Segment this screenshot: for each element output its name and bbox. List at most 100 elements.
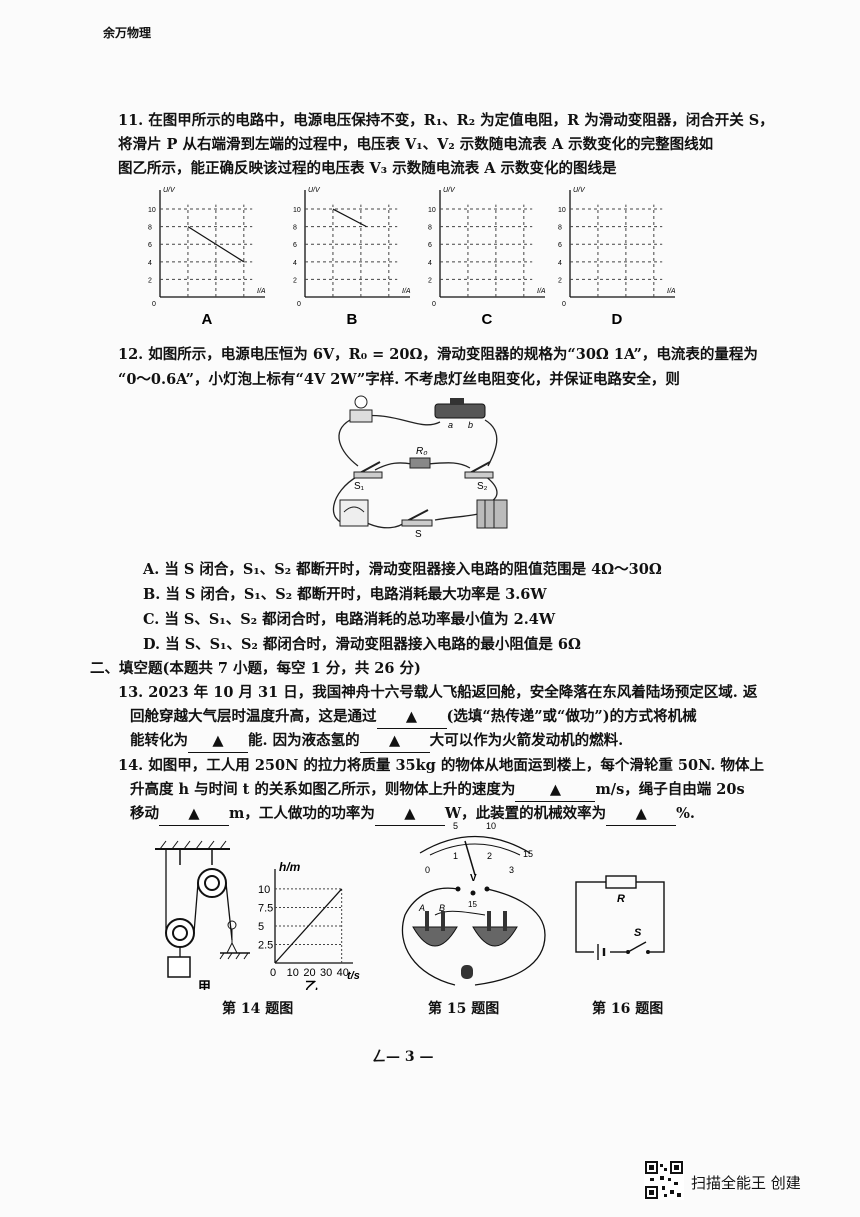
q14-blank-2[interactable]: ▲ [159,803,229,826]
q13-line2: 回舱穿越大气层时温度升高，这是通过▲(选填“热传递”或“做功”)的方式将机械 [130,706,697,729]
q12-circuit-diagram: a b R₀ S₁ S₂ S [332,395,508,540]
y-tick-label: 2 [293,277,297,284]
q13-blank-1[interactable]: ▲ [376,706,447,729]
worker-icon [226,920,238,954]
q12-option-d: D. 当 S、S₁、S₂ 都闭合时，滑动变阻器接入电路的最小阻值是 6Ω [143,636,581,653]
x-tick-label: 10 [287,967,299,979]
y-tick-label: 2 [148,277,152,284]
x-tick-label: 20 [303,967,315,979]
y-tick-label: 10 [428,207,436,214]
svg-text:2: 2 [487,851,492,861]
y-axis-label: h/m [279,860,301,874]
right-label: 乙 [305,979,318,990]
svg-text:3: 3 [509,865,514,875]
movable-pulley-icon [165,918,195,948]
y-tick-label: 10 [148,207,156,214]
q13-blank-2[interactable]: ▲ [188,730,248,753]
q14-blank-3[interactable]: ▲ [374,803,445,826]
battery-icon [476,499,508,529]
option-letter: C [482,311,493,328]
y-axis-label: U/V [573,187,586,194]
svg-text:V: V [470,873,477,884]
fruit-cell-right-icon [472,911,518,947]
y-axis-label: U/V [163,187,176,194]
header-note: 余万物理 [103,26,152,40]
fig14-caption: 第 14 题图 [222,1001,294,1017]
q11-line3: 图乙所示，能正确反映该过程的电压表 V₃ 示数随电流表 A 示数变化的图线是 [118,160,617,177]
x-axis-label: I/A [257,288,266,295]
fixed-pulley-icon [197,868,227,898]
y-tick-label: 8 [428,225,432,232]
y-tick-label: 8 [148,225,152,232]
fig15-diagram: 5 10 15 0 1 2 3 V 15 A B [401,821,546,986]
qr-code-icon[interactable] [644,1160,684,1200]
svg-text:S: S [415,529,422,540]
switch-s-icon [401,509,433,527]
graph-line [332,208,367,228]
lamp-icon [349,395,373,423]
q14-line2: 升高度 h 与时间 t 的关系如图乙所示，则物体上升的速度为▲m/s，绳子自由端… [130,779,745,802]
q11-line1: 11. 在图甲所示的电路中，电源电压保持不变，R₁、R₂ 为定值电阻，R 为滑动… [118,112,774,129]
page-number: ㄥ— 3 — [372,1049,434,1065]
switch-s1-icon [353,461,383,479]
svg-text:甲: 甲 [198,979,211,990]
svg-text:15: 15 [468,900,477,909]
svg-text:b: b [468,420,473,430]
graph-line [187,226,245,263]
y-tick-label: 4 [428,260,432,267]
y-tick-label: 6 [428,242,432,249]
watermark-text: 扫描全能王 创建 [691,1174,801,1192]
x-axis-label: I/A [402,288,411,295]
fruit-cell-left-icon [412,911,458,947]
resistor-r0-icon: R₀ [409,446,431,469]
h-t-line [274,888,343,964]
option-letter: A [202,311,213,328]
q11-line2: 将滑片 P 从右端滑到左端的过程中，电压表 V₁、V₂ 示数随电流表 A 示数变… [118,136,714,153]
q14-blank-4[interactable]: ▲ [606,803,677,826]
origin-label: 0 [432,301,436,308]
svg-text:S₂: S₂ [477,481,488,492]
ammeter-icon [339,499,369,527]
q13-line1: 13. 2023 年 10 月 31 日，我国神舟十六号载人飞船返回舱，安全降落… [118,684,758,701]
load-box-icon [167,956,191,978]
x-axis-label: t/s [347,970,360,982]
y-tick-label: 6 [558,242,562,249]
q14-blank-1[interactable]: ▲ [515,779,596,802]
voltmeter-icon: 5 10 15 0 1 2 3 V 15 [419,821,533,909]
fig15-caption: 第 15 题图 [428,1001,500,1017]
q12-line2: “0～0.6A”，小灯泡上标有“4V 2W”字样. 不考虑灯丝电阻变化，并保证电… [118,371,680,388]
y-tick-label: 5 [258,921,264,933]
q12-option-a: A. 当 S 闭合，S₁、S₂ 都断开时，滑动变阻器接入电路的阻值范围是 4Ω～… [143,561,662,578]
section2-title: 二、填空题(本题共 7 小题，每空 1 分，共 26 分) [90,660,421,677]
svg-text:10: 10 [486,821,496,831]
svg-text:R: R [617,893,625,905]
x-axis-label: I/A [667,288,676,295]
y-tick-label: 8 [558,225,562,232]
y-tick-label: 2 [558,277,562,284]
y-tick-label: 2 [428,277,432,284]
fig16-circuit: R S [575,875,665,960]
svg-text:5: 5 [453,821,458,831]
y-axis-label: U/V [443,187,456,194]
origin-label: 0 [297,301,301,308]
y-tick-label: 10 [258,884,270,896]
y-tick-label: 6 [293,242,297,249]
q13-blank-3[interactable]: ▲ [359,730,430,753]
resistor-icon [605,875,637,889]
y-tick-label: 4 [148,260,152,267]
q12-line1: 12. 如图所示，电源电压恒为 6V，R₀ = 20Ω，滑动变阻器的规格为“30… [118,346,758,363]
svg-text:15: 15 [523,849,533,859]
q11-graphs: 1086420U/VI/AA1086420U/VI/AB1086420U/VI/… [148,187,676,328]
svg-text:0: 0 [425,865,430,875]
x-tick-label: 40 [337,967,349,979]
q12-option-b: B. 当 S 闭合，S₁、S₂ 都断开时，电路消耗最大功率是 3.6W [143,586,547,603]
y-tick-label: 7.5 [258,902,273,914]
origin-label: 0 [562,301,566,308]
svg-text:S: S [634,927,642,939]
q14-line1: 14. 如图甲，工人用 250N 的拉力将质量 35kg 的物体从地面运到楼上，… [118,757,764,774]
y-tick-label: 6 [148,242,152,249]
